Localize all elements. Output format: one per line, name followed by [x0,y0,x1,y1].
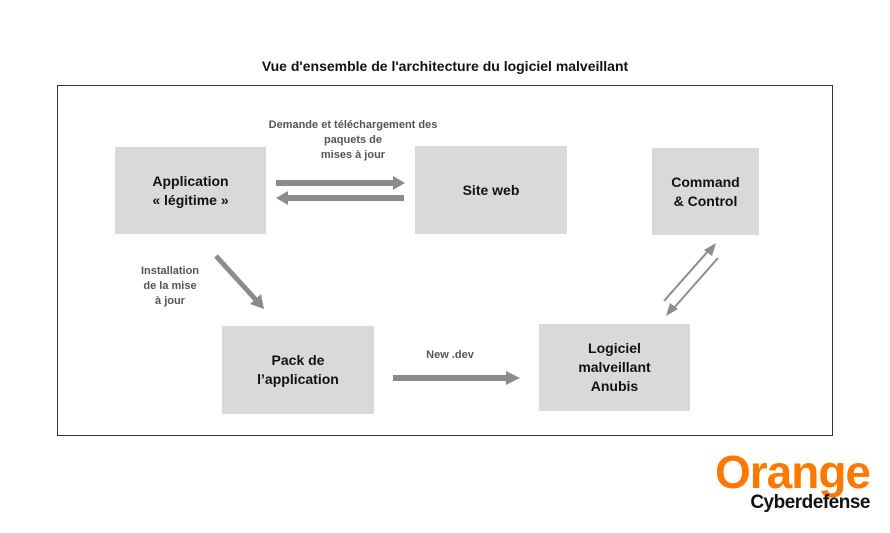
node-site-web-line-1: Site web [462,181,520,198]
arrow-cc-to-anubis [666,257,719,316]
arrow-app-to-pack [214,254,264,309]
arrow-site-to-app [276,191,404,205]
node-command-control: Command & Control [652,148,759,235]
node-site-web: Site web [415,146,567,234]
node-pack-line-2: l’application [257,371,339,387]
logo-sub: Cyberdefense [750,492,870,513]
node-command-control-line-2: & Control [673,192,738,209]
arrow-app-to-site [276,176,405,190]
edge-label-new-dev-line-1: New .dev [426,349,474,361]
edge-label-install-line-2: de la mise [143,280,197,292]
arrow-anubis-to-cc [663,243,716,302]
orange-cyberdefense-logo: Orange Cyberdefense [700,446,871,514]
edge-label-install-line-3: à jour [155,295,185,307]
node-pack: Pack de l’application [222,326,374,414]
node-application-line-2: « légitime » [152,191,229,208]
arrow-pack-to-anubis [393,371,520,385]
edge-label-download: Demande et téléchargement des paquets de… [238,118,468,163]
edge-label-download-line-2: paquets de [323,134,383,146]
diagram-frame [57,85,833,436]
edge-label-download-line-3: mises à jour [320,149,386,161]
node-anubis-line-1: Logiciel [588,340,641,356]
node-anubis: Logiciel malveillant Anubis [539,324,690,411]
diagram-title: Vue d'ensemble de l'architecture du logi… [261,58,629,74]
logo-brand: Orange [714,446,871,498]
edge-label-new-dev: New .dev [410,348,490,363]
node-pack-line-1: Pack de [271,352,325,368]
edge-label-install: Installation de la mise à jour [128,264,212,309]
edge-label-install-line-1: Installation [140,265,200,277]
node-application: Application « légitime » [115,147,266,234]
edge-label-download-line-1: Demande et téléchargement des [268,119,438,131]
node-anubis-line-3: Anubis [590,378,639,394]
node-anubis-line-2: malveillant [578,359,651,375]
node-application-line-1: Application [152,172,229,189]
node-command-control-line-1: Command [671,173,740,190]
